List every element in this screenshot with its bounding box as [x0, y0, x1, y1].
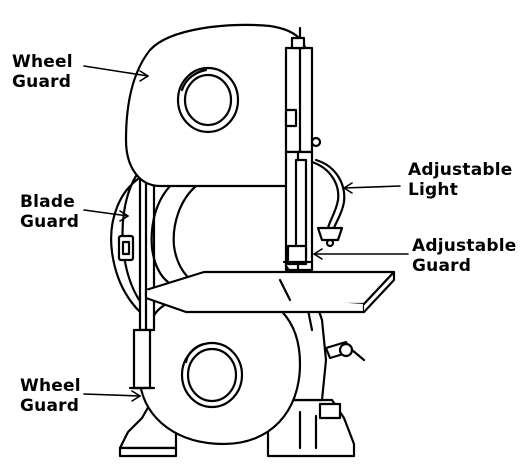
- adjustable-light: [310, 158, 346, 248]
- arrow-adjustable-light: [343, 185, 401, 189]
- arrow-wheel-guard-top: [83, 65, 149, 77]
- label-adjustable-light: Adjustable Light: [408, 160, 513, 200]
- label-adjustable-light-line2: Light: [408, 180, 459, 200]
- label-blade-guard-line2: Guard: [20, 212, 80, 232]
- label-wheel-guard-bottom: Wheel Guard: [20, 376, 81, 416]
- label-wheel-guard-top: Wheel Guard: [12, 52, 73, 92]
- label-wheel-guard-bottom-line1: Wheel: [20, 376, 81, 396]
- arrow-blade-guard: [83, 209, 129, 217]
- column-arm: [282, 26, 322, 272]
- label-adjustable-guard: Adjustable Guard: [412, 236, 517, 276]
- label-wheel-guard-bottom-line2: Guard: [20, 396, 80, 416]
- label-blade-guard: Blade Guard: [20, 192, 79, 232]
- label-adjustable-guard-line1: Adjustable: [412, 236, 517, 256]
- lower-wheel-guard: [138, 290, 302, 446]
- upper-wheel-guard: [124, 23, 310, 188]
- frame-arch: [150, 182, 198, 284]
- work-table: [144, 264, 396, 314]
- label-blade-guard-line1: Blade: [20, 192, 75, 212]
- label-wheel-guard-top-line1: Wheel: [12, 52, 73, 72]
- arrow-wheel-guard-bottom: [83, 393, 141, 397]
- label-wheel-guard-top-line2: Guard: [12, 72, 72, 92]
- label-adjustable-light-line1: Adjustable: [408, 160, 513, 180]
- blade-guard-assembly: [110, 164, 156, 390]
- label-adjustable-guard-line2: Guard: [412, 256, 472, 276]
- leader-lines: [83, 65, 409, 402]
- table-tilt-handle: [324, 340, 366, 362]
